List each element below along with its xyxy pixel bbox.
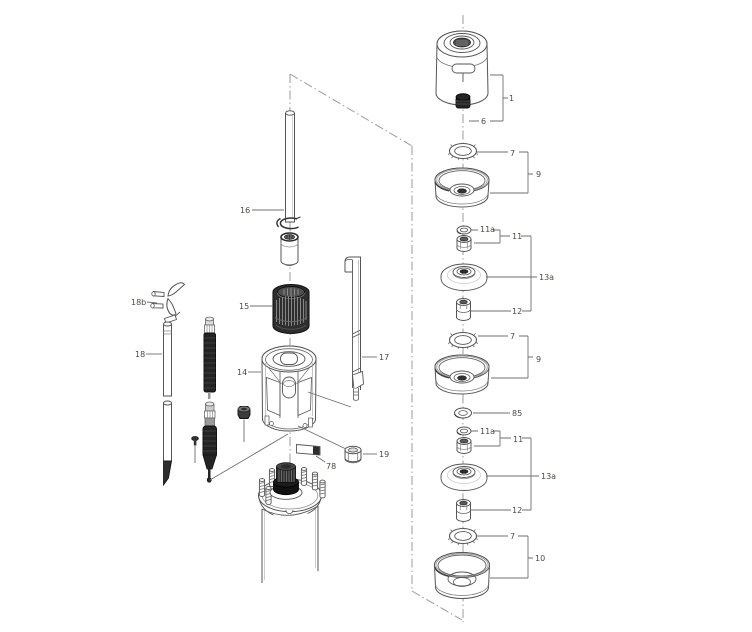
- sleeve-upper: [456, 298, 471, 321]
- suction-casing: [433, 552, 491, 599]
- part-label-13a-1: 13a: [539, 273, 554, 282]
- seal-ring-middle: [447, 331, 479, 350]
- part-label-9b: 9: [536, 355, 541, 364]
- impeller-lower: [440, 463, 488, 491]
- shaft-coupling: [280, 232, 299, 267]
- diffuser-lower: [434, 354, 490, 395]
- part-label-7a: 7: [510, 149, 515, 158]
- part-label-13a-2: 13a: [541, 472, 556, 481]
- sleeve-lower: [456, 499, 471, 522]
- power-cable-upper: [203, 316, 216, 399]
- guide-rod-lower: [163, 400, 172, 487]
- motor-stud: [300, 467, 308, 486]
- part-label-6: 6: [481, 117, 486, 126]
- retaining-clip: [276, 216, 301, 230]
- callout-labels: 1 6 7 9 11a 11 13a 12 7 9 85 11a 11 13a …: [131, 94, 556, 563]
- part-label-17: 17: [379, 353, 389, 362]
- power-cable-lower: [202, 401, 218, 483]
- washer-85: [454, 407, 472, 419]
- motor-stud: [258, 478, 266, 497]
- set-screw: [455, 93, 471, 109]
- part-label-85: 85: [512, 409, 522, 418]
- valve-casing: [435, 30, 489, 106]
- part-label-7c: 7: [510, 532, 515, 541]
- diffuser-upper: [434, 167, 490, 208]
- spacer-upper: [456, 235, 472, 252]
- part-label-12-2: 12: [512, 506, 522, 515]
- part-label-19: 19: [379, 450, 389, 459]
- part-label-12-1: 12: [512, 307, 522, 316]
- part-label-78: 78: [326, 462, 336, 471]
- part-label-7b: 7: [510, 332, 515, 341]
- impeller-upper: [440, 263, 488, 291]
- strainer: [272, 283, 310, 335]
- part-label-11-1: 11: [512, 232, 522, 241]
- motor-stud: [311, 471, 319, 491]
- seal-ring-upper: [447, 142, 479, 161]
- part-label-1: 1: [509, 94, 514, 103]
- part-label-11-2: 11: [513, 435, 523, 444]
- spacer-lower: [456, 437, 472, 454]
- part-label-10: 10: [535, 554, 545, 563]
- flanged-nut: [237, 405, 251, 419]
- part-label-9a: 9: [536, 170, 541, 179]
- cable-guard: [344, 256, 364, 401]
- pump-shaft: [285, 110, 295, 223]
- part-label-15: 15: [239, 302, 249, 311]
- small-screw: [191, 436, 199, 446]
- ring-washer-lower: [456, 426, 472, 436]
- leader-lines: [146, 74, 539, 579]
- lever-blade: [150, 282, 186, 316]
- seal-ring-bottom: [447, 527, 479, 546]
- part-label-11a-1: 11a: [480, 225, 495, 234]
- part-label-18: 18: [135, 350, 145, 359]
- part-label-16: 16: [240, 206, 250, 215]
- guide-rod-upper: [163, 311, 181, 397]
- part-label-11a-2: 11a: [480, 427, 495, 436]
- part-label-18b: 18b: [131, 298, 146, 307]
- ring-washer-upper: [456, 225, 472, 235]
- motor-bracket: [261, 345, 317, 432]
- motor-stud: [319, 479, 326, 499]
- part-label-14: 14: [237, 368, 247, 377]
- motor-stud: [265, 486, 272, 505]
- hex-nut: [344, 445, 362, 464]
- motor-assembly: [258, 462, 326, 583]
- name-plate: [296, 444, 321, 456]
